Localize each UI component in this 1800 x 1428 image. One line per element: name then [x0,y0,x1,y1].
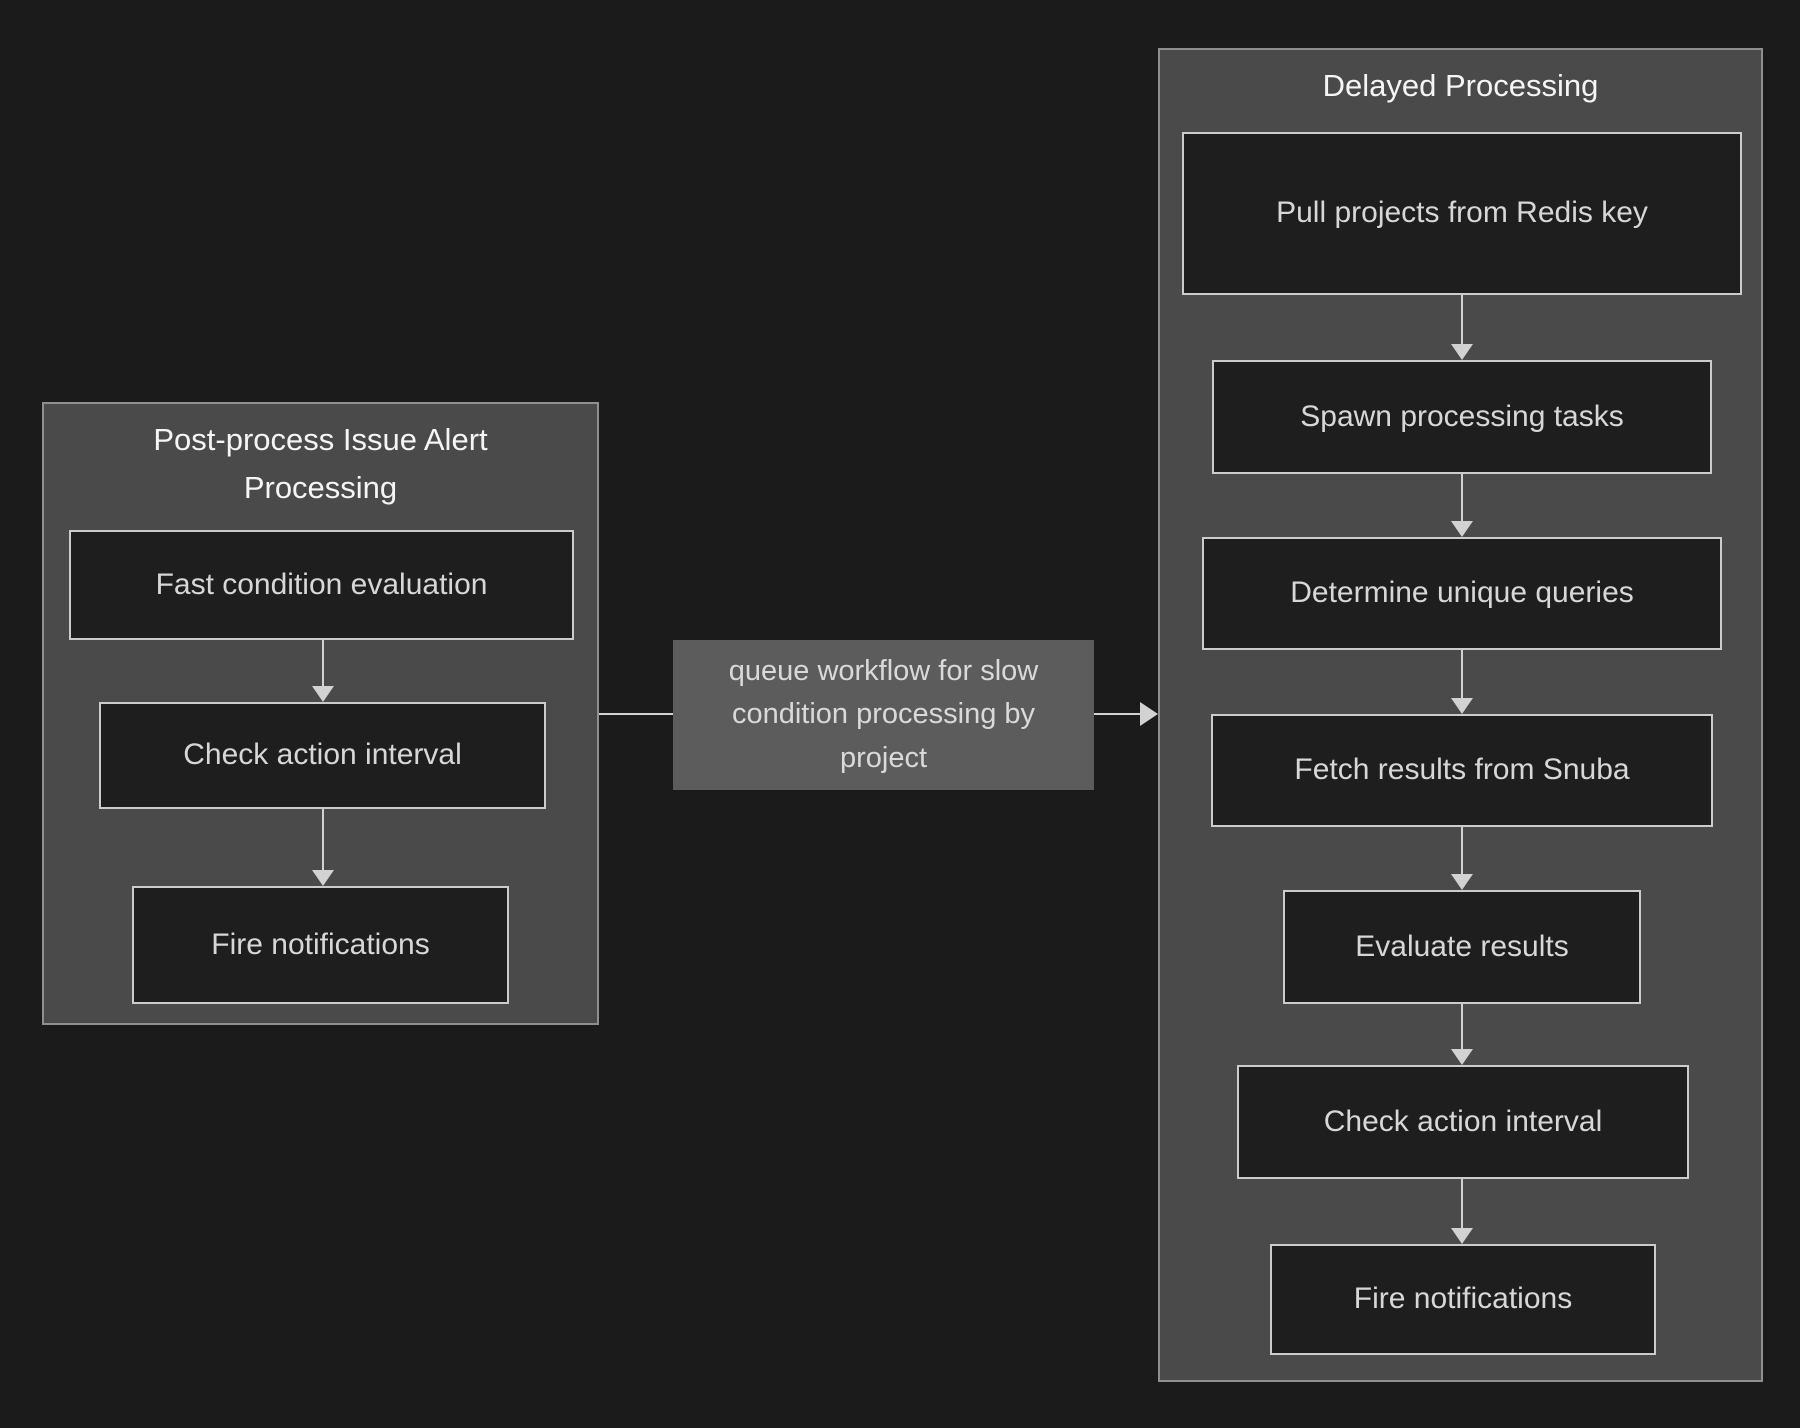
node-pull-projects-from-redis-key: Pull projects from Redis key [1182,132,1742,295]
node-fire-notifications-left: Fire notifications [132,886,509,1004]
arrow-shaft [1461,1004,1463,1051]
arrow-shaft [1461,827,1463,876]
arrow-fetch-to-evaluate [1450,827,1474,890]
arrow-fast-to-check-interval [311,640,335,702]
arrow-check-interval-to-fire-right [1450,1179,1474,1244]
arrow-head-icon [312,686,334,702]
arrow-determine-to-fetch [1450,650,1474,714]
arrow-head-icon [1451,344,1473,360]
arrow-head-icon [1451,1228,1473,1244]
arrow-shaft [1461,295,1463,346]
edge-arrow-head-icon [1140,702,1158,726]
arrow-pull-to-spawn [1450,295,1474,360]
edge-line-left-segment [599,713,673,715]
node-check-action-interval-left: Check action interval [99,702,546,809]
arrow-shaft [322,640,324,688]
node-determine-unique-queries: Determine unique queries [1202,537,1722,650]
node-check-action-interval-right: Check action interval [1237,1065,1689,1179]
cluster-post-process-issue-alert-processing: Post-process Issue Alert Processing Fast… [42,402,599,1025]
node-evaluate-results: Evaluate results [1283,890,1641,1004]
arrow-shaft [1461,474,1463,523]
edge-label-queue-workflow: queue workflow for slow condition proces… [673,640,1094,790]
arrow-check-interval-to-fire [311,809,335,886]
arrow-shaft [1461,650,1463,700]
arrow-shaft [1461,1179,1463,1230]
arrow-evaluate-to-check-interval [1450,1004,1474,1065]
cluster-delayed-processing: Delayed Processing Pull projects from Re… [1158,48,1763,1382]
arrow-head-icon [1451,698,1473,714]
cluster-title-post-process: Post-process Issue Alert Processing [153,422,488,506]
arrow-head-icon [1451,874,1473,890]
node-spawn-processing-tasks: Spawn processing tasks [1212,360,1712,474]
arrow-shaft [322,809,324,872]
node-fast-condition-evaluation: Fast condition evaluation [69,530,574,640]
cluster-title-delayed-processing: Delayed Processing [1322,68,1599,103]
node-fetch-results-from-snuba: Fetch results from Snuba [1211,714,1713,827]
arrow-head-icon [312,870,334,886]
node-fire-notifications-right: Fire notifications [1270,1244,1656,1355]
edge-line-right-segment [1094,713,1140,715]
arrow-spawn-to-determine [1450,474,1474,537]
arrow-head-icon [1451,521,1473,537]
arrow-head-icon [1451,1049,1473,1065]
